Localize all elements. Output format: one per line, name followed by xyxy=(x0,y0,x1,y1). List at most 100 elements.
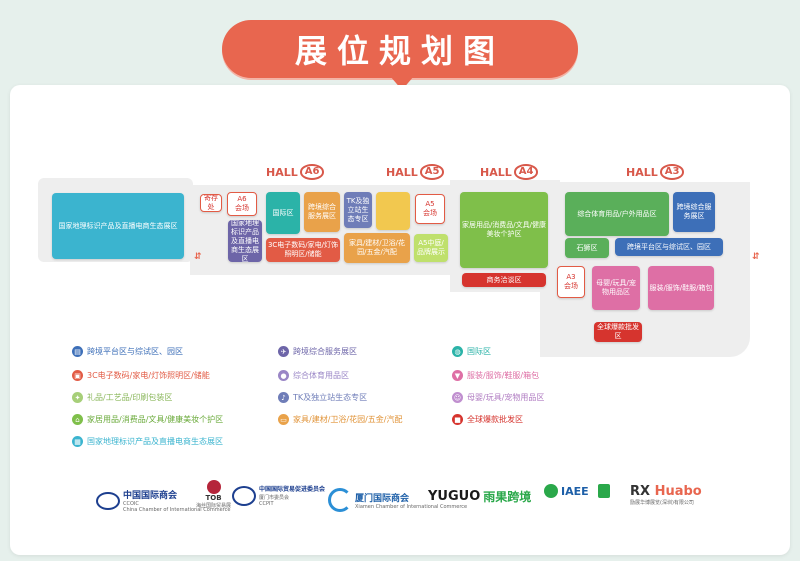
legend-label: 礼品/工艺品/印刷包装区 xyxy=(87,393,173,402)
legend-label: 家具/建材/卫浴/花园/五金/汽配 xyxy=(293,415,403,424)
zone-household[interactable]: 家居用品/消费品/文具/健康美妆个护区 xyxy=(460,192,548,268)
legend-item: ▼ 服装/服饰/鞋服/箱包 xyxy=(452,370,539,381)
device-icon: ▣ xyxy=(72,370,83,381)
zone-stone-lion[interactable]: 石狮区 xyxy=(565,238,609,258)
hall-prefix: HALL xyxy=(266,165,298,179)
logo-iaee: IAEE xyxy=(544,484,610,498)
zone-a5-meeting[interactable]: A5 会场 xyxy=(415,194,445,224)
globe-icon: ◍ xyxy=(452,346,463,357)
legend-label: TK及独立站生态专区 xyxy=(293,393,368,402)
legend-label: 跨境平台区与综试区、园区 xyxy=(87,347,183,356)
legend-label: 国际区 xyxy=(467,347,491,356)
hall-prefix: HALL xyxy=(386,165,418,179)
zone-crossborder-platform-small[interactable]: 跨境综合服务展区 xyxy=(673,192,715,232)
zone-crossborder-service[interactable]: 跨境综合服务展区 xyxy=(304,192,340,232)
legend-label: 跨境综合服务展区 xyxy=(293,347,357,356)
legend-label: 国家地理标识产品及直播电商生态展区 xyxy=(87,437,223,446)
map-icon: ▦ xyxy=(72,436,83,447)
home-icon: ⌂ xyxy=(72,414,83,425)
logo-main: Huabo xyxy=(654,484,702,499)
legend-item: ● 综合体育用品区 xyxy=(278,370,349,381)
legend-item: ✈跨境综合服务展区 xyxy=(278,346,357,357)
legend-item: ◍ 国际区 xyxy=(452,346,491,357)
logo-sub-en: China Chamber of International Commerce xyxy=(123,507,231,513)
iaee-emblem-icon xyxy=(544,484,558,498)
zone-tk-ecosystem[interactable]: TK及独立站生态专区 xyxy=(344,192,372,228)
tk-icon: ♪ xyxy=(278,392,289,403)
ccpit-emblem-icon xyxy=(232,485,256,506)
legend-item: ✦ 礼品/工艺品/印刷包装区 xyxy=(72,392,172,403)
zone-sports[interactable]: 综合体育用品/户外用品区 xyxy=(565,192,669,236)
legend-label: 综合体育用品区 xyxy=(293,371,349,380)
zone-crossborder-platform[interactable]: 跨境平台区与综试区、园区 xyxy=(615,238,723,256)
hall-number: A4 xyxy=(513,164,539,180)
logo-sub: Xiamen Chamber of International Commerce xyxy=(355,503,468,510)
logo-main: TOB xyxy=(205,494,222,502)
legend-label: 服装/服饰/鞋服/箱包 xyxy=(467,371,540,380)
tob-emblem-icon xyxy=(206,480,221,494)
hall-number: A6 xyxy=(299,164,325,180)
xiamen-emblem-icon xyxy=(328,488,352,512)
legend-label: 全球爆款批发区 xyxy=(467,415,523,424)
zone-national-a6[interactable]: 国际区 xyxy=(266,192,300,234)
zone-furniture-building[interactable]: 家具/建材/卫浴/花园/五金/汽配 xyxy=(344,233,410,263)
legend-item: ☺母婴/玩具/宠物用品区 xyxy=(452,392,544,403)
logo-main: 中国国际贸易促进委员会 xyxy=(259,486,326,493)
logo-yuguo: YUGUO 雨果跨境 xyxy=(428,488,531,505)
sport-icon: ● xyxy=(278,370,289,381)
logo-sub: CCPIT xyxy=(259,501,274,507)
logo-prefix: RX xyxy=(630,484,651,499)
hall-number: A3 xyxy=(659,164,685,180)
legend-item: ▤ 跨境平台区与综试区、园区 xyxy=(72,346,183,357)
page-title-text: 展位规划图 xyxy=(294,32,505,70)
legend-item: ▭ 家具/建材/卫浴/花园/五金/汽配 xyxy=(278,414,402,425)
logo-main-en: YUGUO xyxy=(428,489,481,504)
shirt-icon: ▼ xyxy=(452,370,463,381)
stairs-right-icon: ⇵ xyxy=(752,252,760,262)
legend-item: ▦ 国家地理标识产品及直播电商生态展区 xyxy=(72,436,223,447)
zone-global-wholesale[interactable]: 全球爆款批发区 xyxy=(594,322,642,342)
logo-tob: TOB 海丝国际贸易展 xyxy=(196,480,231,509)
hall-number: A5 xyxy=(419,164,445,180)
zone-a6-meeting[interactable]: A6 会场 xyxy=(227,192,257,216)
stairs-left-icon: ⇵ xyxy=(194,252,202,262)
emblem-icon xyxy=(597,484,610,498)
page-title: 展位规划图 xyxy=(222,20,578,78)
zone-business-talk[interactable]: 商务洽谈区 xyxy=(462,273,546,287)
logo-main: 中国国际商会 xyxy=(123,491,178,501)
logo-huabo: RX Huabo 励展华博展览(深圳)有限公司 xyxy=(630,484,702,506)
sofa-icon: ▭ xyxy=(278,414,289,425)
box-icon: ■ xyxy=(452,414,463,425)
legend-label: 3C电子数码/家电/灯饰照明区/储能 xyxy=(87,371,210,380)
logo-main: 厦门国际商会 xyxy=(355,493,410,504)
zone-a3-meeting[interactable]: A3 会场 xyxy=(557,266,585,298)
logo-sub: 励展华博展览(深圳)有限公司 xyxy=(630,500,694,506)
zone-a5-mid[interactable]: A5中庭/ 品牌展示 xyxy=(414,234,448,262)
zone-storage[interactable]: 寄存处 xyxy=(200,194,222,212)
cart-icon: ▤ xyxy=(72,346,83,357)
gift-icon: ✦ xyxy=(72,392,83,403)
zone-apparel[interactable]: 服装/服饰/鞋服/箱包 xyxy=(648,266,714,310)
legend-item: ♪ TK及独立站生态专区 xyxy=(278,392,367,403)
zone-3c-electronics[interactable]: 3C电子数码/家电/灯饰照明区/储能 xyxy=(266,238,340,262)
logo-sub: CCOIC xyxy=(123,501,139,507)
baby-icon: ☺ xyxy=(452,392,463,403)
logo-main-cn: 雨果跨境 xyxy=(483,490,532,504)
zone-mother-baby[interactable]: 母婴/玩具/宠物用品区 xyxy=(592,266,640,310)
legend-item: ■ 全球爆款批发区 xyxy=(452,414,523,425)
logo-sub2: 厦门市委员会 xyxy=(259,495,290,501)
zone-geo-ecommerce[interactable]: 国家地理标识产品及直播电商生态展区 xyxy=(52,193,184,259)
zone-a5-yellow[interactable] xyxy=(376,192,410,230)
logo-sub: 海丝国际贸易展 xyxy=(196,503,232,509)
zone-geo-small[interactable]: 国家地理标识产品及直播电商生态展区 xyxy=(228,220,262,262)
